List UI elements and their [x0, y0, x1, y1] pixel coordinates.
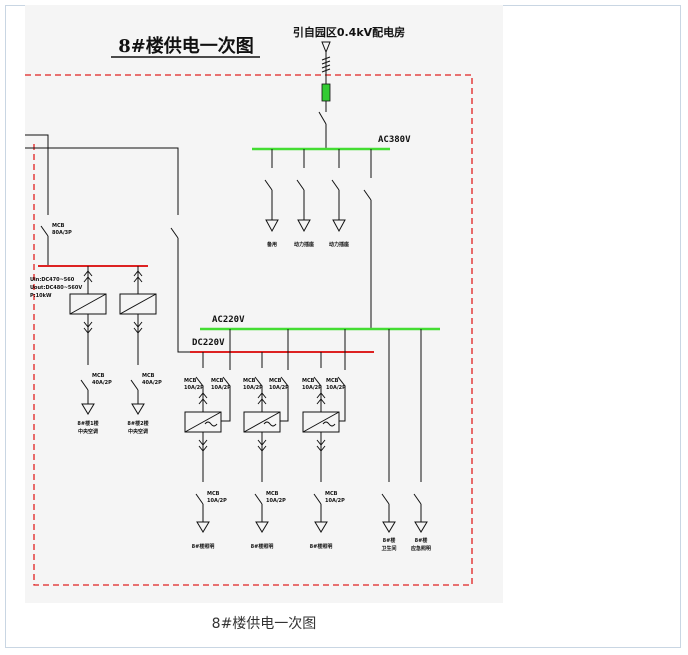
inv-out-name: MCB — [207, 491, 220, 497]
inv-out-name: MCB — [266, 491, 279, 497]
inv-in-right-rating: 10A/2P — [326, 385, 346, 391]
diagram-title: 8#楼供电一次图 — [118, 35, 254, 57]
left-feed-lines — [25, 134, 190, 353]
left-breaker-name: MCB — [52, 223, 65, 229]
inv-load-label: 8#楼照明 — [251, 543, 274, 550]
rect-out-rating: 40A/2P — [92, 380, 112, 386]
inv-in-left-rating: 10A/2P — [302, 385, 322, 391]
inv-load-label: 8#楼照明 — [310, 543, 333, 550]
rectifier-branches — [69, 266, 157, 415]
ac220-feeder-label: 卫生间 — [381, 545, 396, 552]
inv-in-left-name: MCB — [184, 378, 197, 384]
rect-load-2: 中央空调 — [128, 428, 148, 435]
dc220-label: DC220V — [192, 338, 225, 348]
ac220-feeders — [381, 329, 428, 533]
inv-in-right-name: MCB — [269, 378, 282, 384]
feeder-380-label: 动力插座 — [329, 241, 349, 248]
rect-out-name: MCB — [142, 373, 155, 379]
rect-load-1: 8#楼1楼 — [77, 420, 98, 427]
ac220-feeder-label: 8#楼 — [415, 537, 428, 544]
source-label: 引自园区0.4kV配电房 — [293, 25, 405, 39]
diagram-sheet — [25, 5, 503, 603]
rectifier-spec-2: Uout:DC480~560V — [30, 285, 82, 291]
rect-out-name: MCB — [92, 373, 105, 379]
feeder-380-label: 动力插座 — [294, 241, 314, 248]
inv-load-label: 8#楼照明 — [192, 543, 215, 550]
inv-out-name: MCB — [325, 491, 338, 497]
dashed-boundary — [25, 74, 473, 586]
rect-out-rating: 40A/2P — [142, 380, 162, 386]
inv-out-rating: 10A/2P — [325, 498, 345, 504]
source-incomer — [318, 41, 331, 149]
rectifier-spec-3: P:10kW — [30, 293, 52, 299]
feeders-380 — [264, 149, 372, 329]
fuse-icon — [321, 83, 331, 102]
rect-load-2: 中央空调 — [78, 428, 98, 435]
inv-in-left-name: MCB — [243, 378, 256, 384]
left-breaker-rating: 80A/3P — [52, 230, 72, 236]
feeder-380-label: 备用 — [266, 241, 277, 248]
inv-out-rating: 10A/2P — [266, 498, 286, 504]
ac220-feeder-label: 应急照明 — [411, 545, 431, 552]
inv-in-right-rating: 10A/2P — [211, 385, 231, 391]
rectifier-spec-1: Uin:DC470~560 — [30, 277, 75, 283]
inverter-unit: MCB 10A/2P MCB 10A/2P MCB 10A/2P 8#楼照明 — [302, 329, 346, 550]
ac220-feeder-label: 8#楼 — [383, 537, 396, 544]
inverter-unit: MCB 10A/2P MCB 10A/2P MCB 10A/2P 8#楼照明 — [243, 329, 289, 550]
inv-in-left-rating: 10A/2P — [243, 385, 263, 391]
rect-load-1: 8#楼2楼 — [127, 420, 148, 427]
inv-in-left-rating: 10A/2P — [184, 385, 204, 391]
image-caption: 8#楼供电一次图 — [211, 616, 317, 632]
inv-in-right-name: MCB — [211, 378, 224, 384]
ac380-label: AC380V — [378, 135, 411, 145]
inv-in-right-name: MCB — [326, 378, 339, 384]
ac220-label: AC220V — [212, 315, 245, 325]
inv-out-rating: 10A/2P — [207, 498, 227, 504]
inverter-unit: MCB 10A/2P MCB 10A/2P MCB 10A/2P 8#楼照明 — [184, 329, 231, 550]
inv-in-left-name: MCB — [302, 378, 315, 384]
inv-in-right-rating: 10A/2P — [269, 385, 289, 391]
